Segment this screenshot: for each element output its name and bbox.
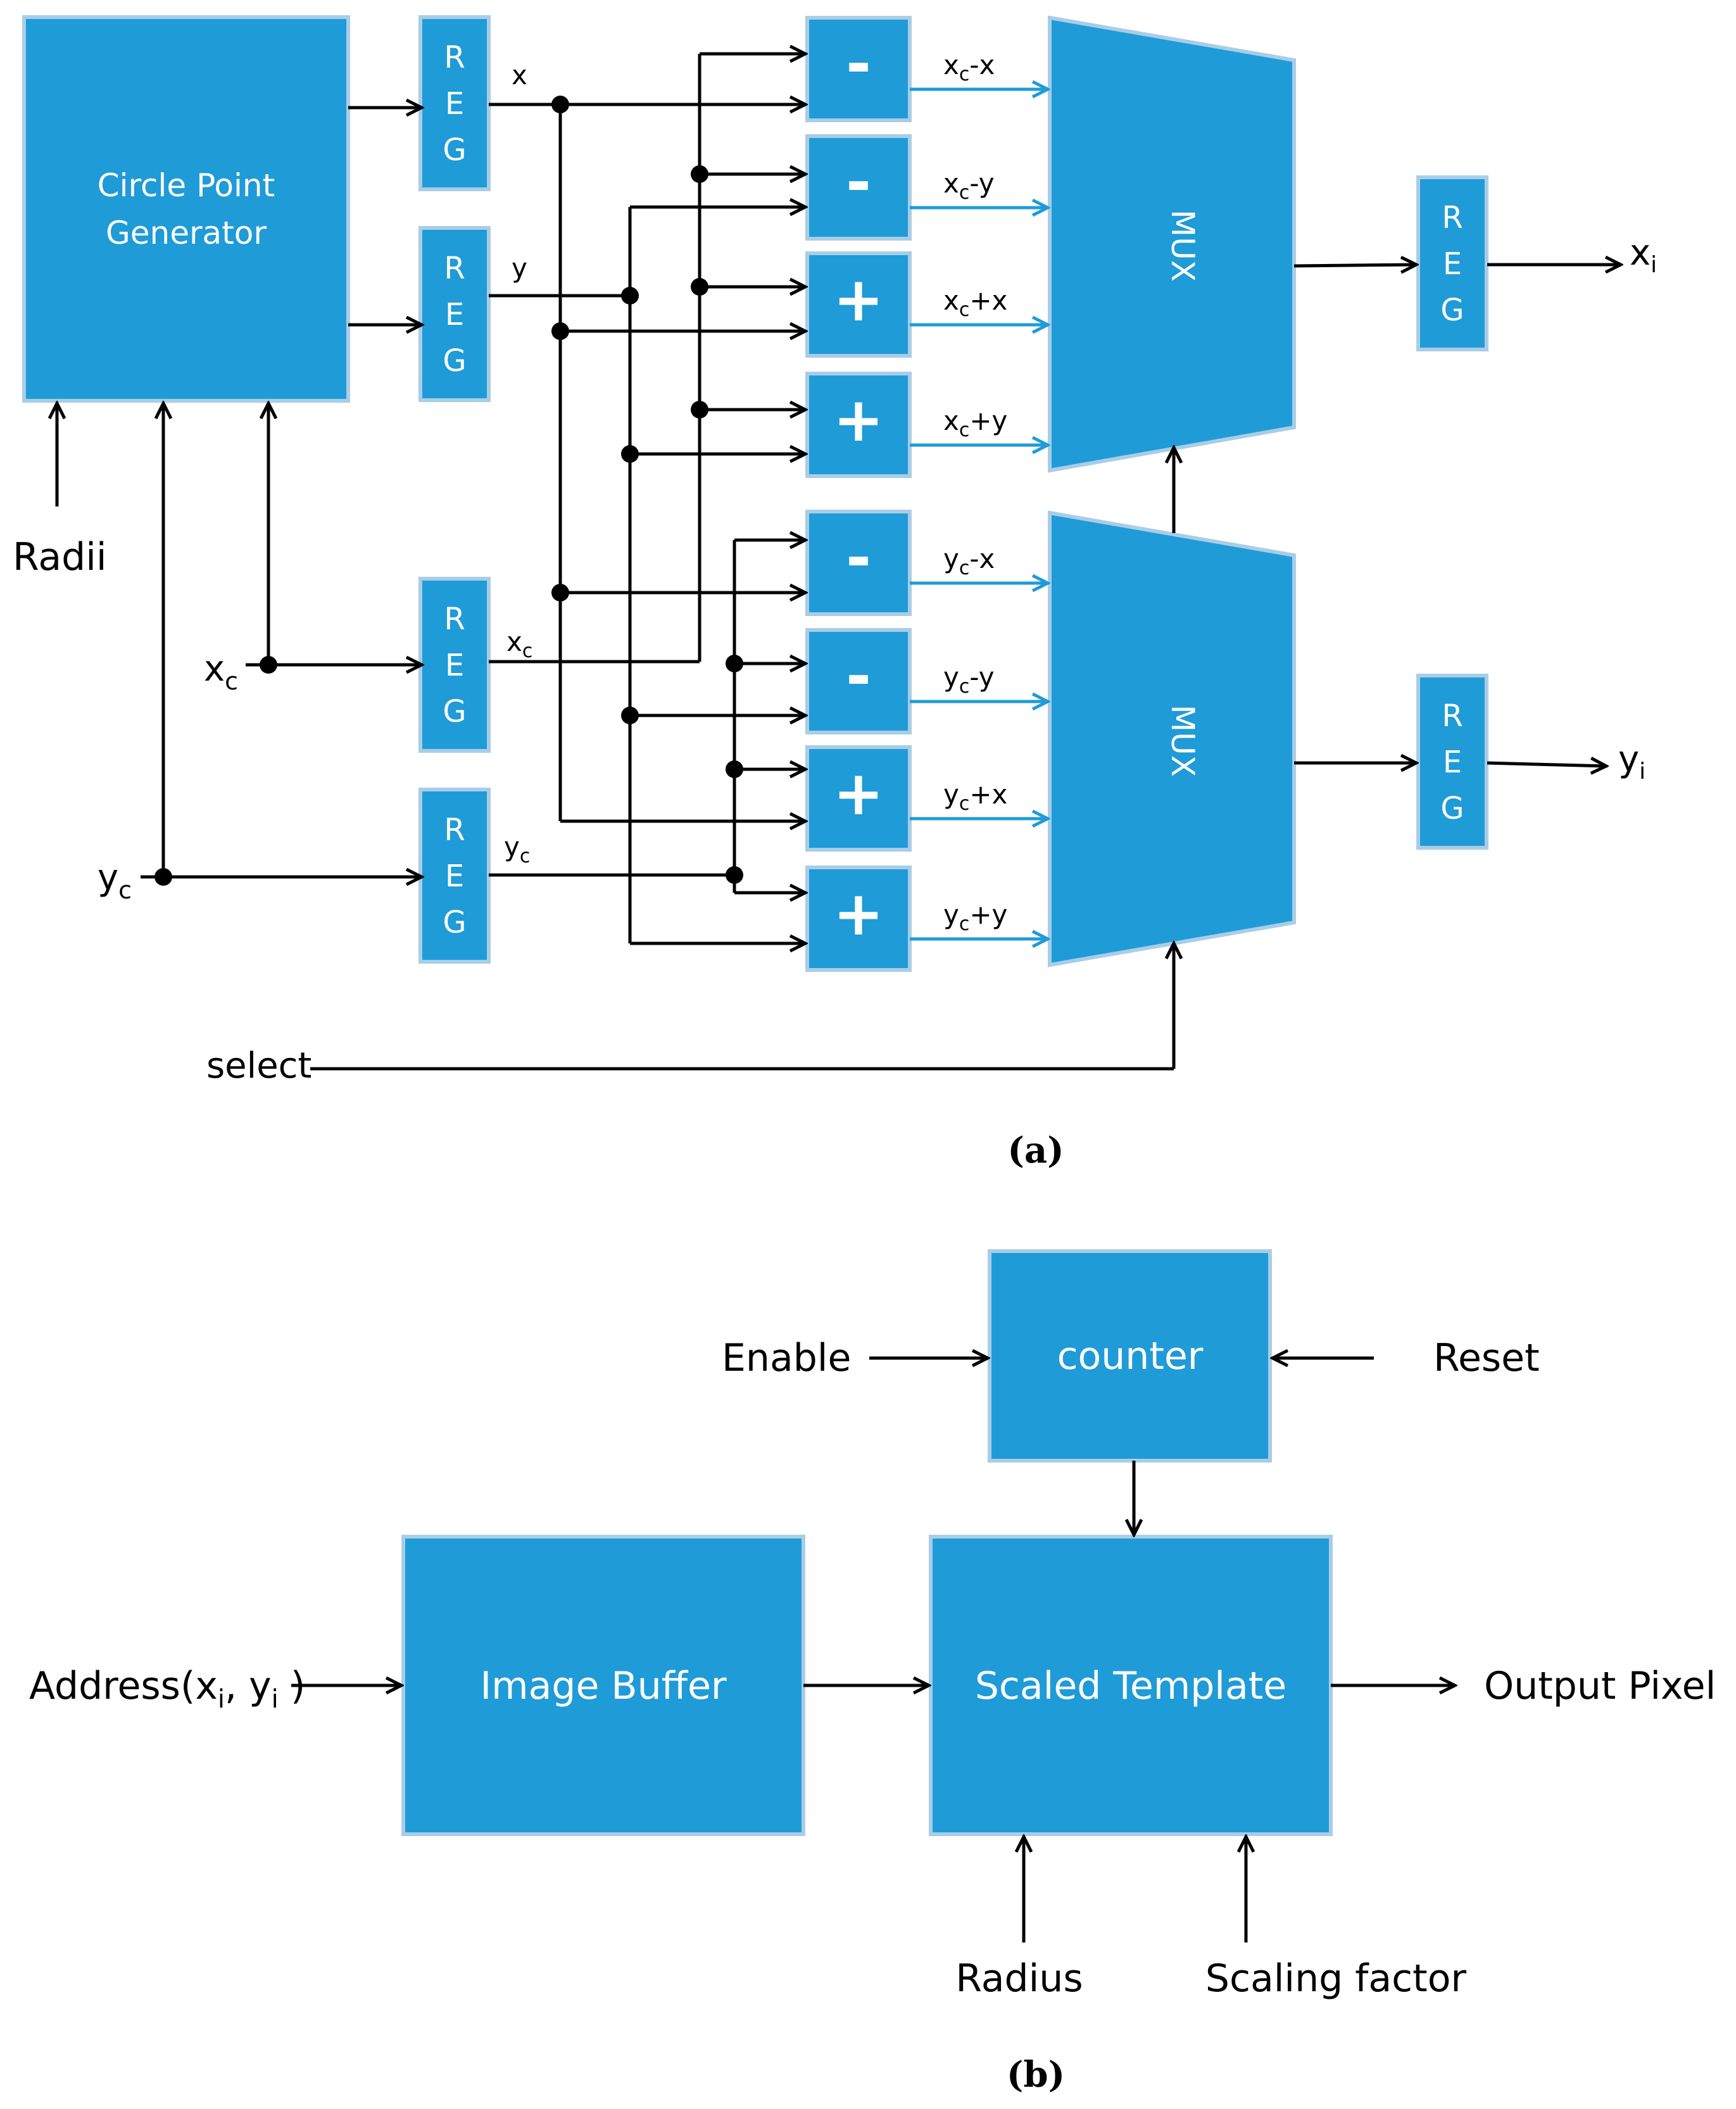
radius-label: Radius bbox=[955, 1956, 1083, 2001]
sum-label: yc-y bbox=[943, 662, 995, 698]
op-symbol: + bbox=[833, 264, 884, 335]
op-block-3: + bbox=[805, 251, 912, 358]
reg-letter: E bbox=[445, 859, 464, 894]
select-label: select bbox=[206, 1045, 311, 1086]
address-label: Address(xi, yi ) bbox=[29, 1664, 305, 1714]
reg-x: REG bbox=[418, 15, 491, 191]
reg-letter: E bbox=[445, 297, 464, 332]
reg-letter: R bbox=[444, 40, 465, 75]
reg-yc: REG bbox=[418, 788, 491, 964]
op-block-2: - bbox=[805, 134, 912, 241]
reg-letter: G bbox=[443, 905, 466, 940]
sum-label: yc+y bbox=[943, 899, 1007, 935]
generator-label-line1: Circle Point bbox=[97, 167, 275, 204]
reset-label: Reset bbox=[1433, 1336, 1540, 1380]
xc-wire-label: xc bbox=[506, 626, 532, 662]
mux-x-label: MUX bbox=[1164, 210, 1201, 282]
image-buffer-block: Image Buffer bbox=[401, 1535, 805, 1836]
x-wire-label: x bbox=[512, 60, 527, 91]
signal-labels-part-a: Radii xc yc select x y xc yc xi yi bbox=[13, 60, 1657, 1086]
yc-input-label: yc bbox=[97, 857, 132, 904]
scaling-factor-label: Scaling factor bbox=[1205, 1956, 1466, 2001]
sum-label: yc-x bbox=[943, 543, 995, 579]
counter-block: counter bbox=[988, 1249, 1272, 1463]
sum-label: xc-x bbox=[943, 49, 995, 85]
generator-label-line2: Generator bbox=[106, 215, 267, 251]
op-block-4: + bbox=[805, 372, 912, 478]
reg-letter: G bbox=[1440, 791, 1464, 826]
mux-x: MUX bbox=[1048, 15, 1296, 473]
op-symbol: + bbox=[833, 384, 884, 455]
reg-xc: REG bbox=[418, 577, 491, 753]
op-block-7: + bbox=[805, 745, 912, 852]
op-block-8: + bbox=[805, 866, 912, 972]
op-block-5: - bbox=[805, 510, 912, 616]
caption-b: (b) bbox=[1007, 2054, 1065, 2096]
reg-y: REG bbox=[418, 226, 491, 402]
reg-letter: E bbox=[445, 648, 464, 683]
caption-a: (a) bbox=[1007, 1130, 1064, 1171]
enable-label: Enable bbox=[722, 1336, 851, 1380]
reg-letter: E bbox=[1443, 246, 1462, 282]
wires-part-b bbox=[291, 1358, 1455, 1942]
yc-wire-label: yc bbox=[504, 831, 530, 867]
xi-output-label: xi bbox=[1630, 232, 1657, 278]
reg-out-x: REG bbox=[1416, 175, 1488, 351]
reg-letter: R bbox=[444, 601, 465, 637]
sum-label: xc+x bbox=[943, 285, 1007, 321]
op-symbol: + bbox=[833, 758, 884, 829]
reg-out-y: REG bbox=[1416, 674, 1488, 850]
op-symbol: - bbox=[846, 28, 871, 99]
output-pixel-label: Output Pixel bbox=[1484, 1664, 1716, 1708]
reg-letter: E bbox=[1443, 745, 1462, 780]
y-wire-label: y bbox=[512, 253, 527, 284]
wires-part-a bbox=[57, 54, 1621, 1071]
scaled-template-label: Scaled Template bbox=[975, 1664, 1286, 1708]
op-block-1: - bbox=[805, 16, 912, 122]
counter-label: counter bbox=[1057, 1334, 1204, 1378]
radii-label: Radii bbox=[13, 535, 107, 579]
op-symbol: - bbox=[846, 522, 871, 593]
circle-point-generator: Circle Point Generator bbox=[22, 15, 350, 403]
scaled-template-block: Scaled Template bbox=[929, 1535, 1333, 1836]
reg-letter: G bbox=[1440, 293, 1464, 328]
signal-labels-part-b: Enable Reset Address(xi, yi ) Output Pix… bbox=[29, 1336, 1716, 2001]
xc-input-label: xc bbox=[204, 648, 238, 695]
sum-label: xc-y bbox=[943, 168, 995, 204]
reg-letter: R bbox=[1442, 698, 1462, 734]
sum-label: yc+x bbox=[943, 779, 1007, 815]
op-block-6: - bbox=[805, 628, 912, 734]
op-symbol: - bbox=[846, 641, 871, 712]
op-symbol: - bbox=[846, 147, 871, 218]
reg-letter: G bbox=[443, 694, 466, 729]
mux-y: MUX bbox=[1048, 510, 1296, 967]
yi-output-label: yi bbox=[1618, 739, 1645, 784]
image-buffer-label: Image Buffer bbox=[480, 1664, 726, 1708]
reg-letter: R bbox=[444, 812, 465, 848]
mux-y-label: MUX bbox=[1164, 705, 1201, 777]
reg-letter: G bbox=[443, 132, 466, 168]
op-symbol: + bbox=[833, 878, 884, 949]
reg-letter: R bbox=[444, 251, 465, 286]
reg-letter: G bbox=[443, 343, 466, 379]
sum-label: xc+y bbox=[943, 405, 1007, 441]
reg-letter: R bbox=[1442, 200, 1462, 236]
reg-letter: E bbox=[445, 86, 464, 122]
